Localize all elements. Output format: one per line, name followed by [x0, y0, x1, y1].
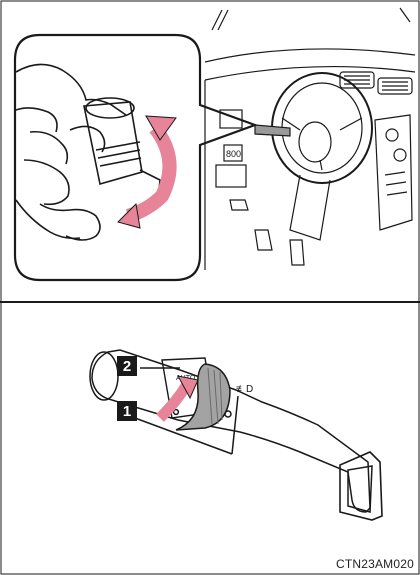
callout-2-badge: 2: [117, 356, 137, 376]
svg-text:1: 1: [123, 403, 131, 420]
rotation-arrow-icon: [118, 116, 176, 228]
dashboard-illustration: 800: [205, 8, 415, 270]
callout-1-badge: 1: [117, 401, 137, 421]
zoom-inset: [15, 35, 255, 280]
svg-text:≢D: ≢D: [236, 384, 253, 395]
svg-text:800: 800: [226, 149, 241, 159]
figure-code-label: CTN23AM020: [336, 557, 414, 571]
svg-text:2: 2: [123, 358, 131, 375]
